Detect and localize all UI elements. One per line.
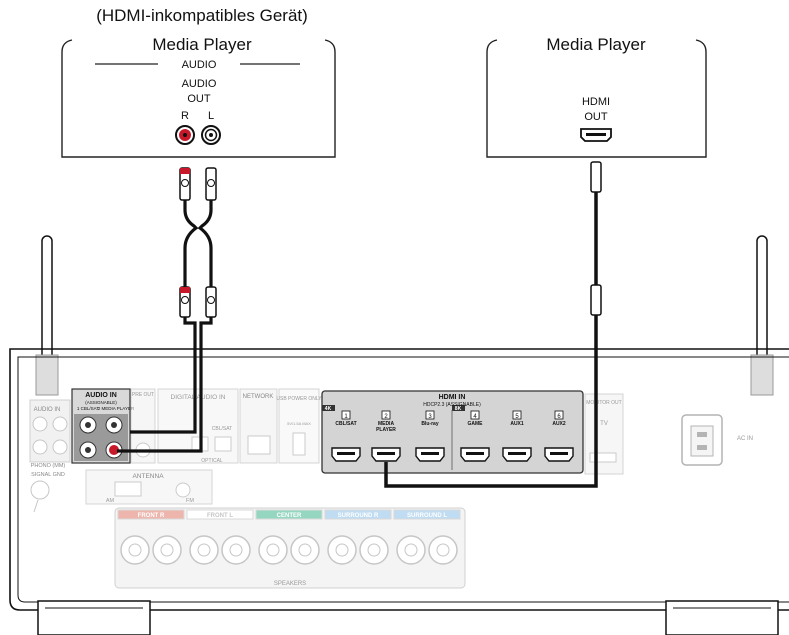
- antenna-right: [750, 235, 774, 396]
- monitor-out-label: MONITOR OUT: [586, 400, 621, 406]
- left-l-label: L: [208, 110, 214, 122]
- right-hdmi-out-label-1: HDMI: [582, 96, 610, 108]
- hdmi-input-label: AUX1: [510, 421, 524, 427]
- audio-in-phono-panel: [29, 399, 71, 513]
- network-label: NETWORK: [243, 394, 274, 400]
- hdmi-input-number: 4: [473, 414, 477, 420]
- hdmi-input-number: 6: [557, 414, 561, 420]
- speaker-group-label: CENTER: [277, 513, 302, 519]
- rca-jack-l: [201, 125, 221, 145]
- hdmi-4k-badge: 4K: [325, 406, 332, 412]
- hdmi-input-number: 3: [428, 414, 432, 420]
- audio-in-title: AUDIO IN: [85, 392, 117, 399]
- left-device-note: (HDMI-inkompatibles Gerät): [96, 6, 308, 25]
- receiver-chassis: [9, 348, 789, 611]
- usb-label: USB POWER ONLY: [276, 396, 322, 402]
- rca-plug-top-r: [179, 167, 191, 201]
- audio-in-ch2: 2 MEDIA PLAYER: [98, 406, 135, 411]
- tv-label: TV: [600, 421, 608, 427]
- phono-label: PHONO (MM): [31, 463, 66, 469]
- hdmi-out-port: [580, 128, 612, 142]
- speaker-group-2: FRONT L: [186, 509, 254, 565]
- antenna-terminals: [85, 469, 213, 505]
- network-panel: [239, 388, 278, 464]
- speaker-group-4: SURROUND R: [324, 509, 392, 565]
- optical-label: OPTICAL: [201, 458, 223, 464]
- speaker-group-1: FRONT R: [117, 509, 185, 565]
- hdmi-cable: [384, 161, 602, 488]
- hdmi-input-number: 2: [384, 414, 388, 420]
- hdmi-input-number: 1: [344, 414, 348, 420]
- coaxial-label: CBL/SAT: [212, 426, 232, 432]
- usb-panel: [278, 388, 320, 464]
- rca-audio-cable: [117, 167, 217, 453]
- audio-in-ch1: 1 CBL/SAT: [77, 406, 99, 411]
- signal-gnd-label: SIGNAL GND: [31, 472, 65, 478]
- hdmi-in-title: HDMI IN: [439, 394, 466, 401]
- fm-label: FM: [186, 498, 194, 504]
- left-audio-section-label: AUDIO: [182, 59, 217, 71]
- digital-audio-label: DIGITAL AUDIO IN: [171, 394, 226, 401]
- left-device-title: Media Player: [152, 35, 252, 54]
- audio-in-left-label: AUDIO IN: [34, 407, 61, 413]
- hdmi-input-number: 5: [515, 414, 519, 420]
- hdmi-input-label: CBL/SAT: [335, 421, 356, 427]
- speaker-group-label: FRONT R: [138, 513, 165, 519]
- hdmi-8k-badge: 8K: [455, 406, 462, 412]
- speaker-group-5: SURROUND L: [393, 509, 461, 565]
- left-audio-out-label-2: OUT: [187, 93, 211, 105]
- speaker-group-label: FRONT L: [207, 513, 233, 519]
- receiver-foot-left: [37, 600, 151, 635]
- antenna-left: [35, 235, 59, 396]
- rca-plug-bottom-r: [179, 286, 191, 318]
- speaker-group-label: SURROUND R: [338, 513, 379, 519]
- speaker-terminals: FRONT R FRONT L CENTER SURROUND R SURROUND L: [114, 507, 466, 589]
- right-hdmi-out-label-2: OUT: [584, 111, 608, 123]
- rca-plug-top-l: [205, 167, 217, 201]
- am-label: AM: [106, 498, 115, 504]
- pre-out-label: PRE OUT: [132, 392, 154, 398]
- right-device-box: [486, 39, 707, 158]
- speakers-label: SPEAKERS: [274, 581, 306, 587]
- hdmi-in-sub: HDCP2.3 (ASSIGNABLE): [423, 402, 481, 408]
- hdmi-input-label: Blu-ray: [421, 421, 438, 427]
- rca-plug-bottom-l: [205, 286, 217, 318]
- hdmi-input-label: AUX2: [552, 421, 566, 427]
- left-r-label: R: [181, 110, 189, 122]
- ac-in-socket: [681, 414, 723, 466]
- receiver-foot-right: [665, 600, 779, 635]
- speaker-group-3: CENTER: [255, 509, 323, 565]
- hdmi-input-label: GAME: [468, 421, 484, 427]
- left-audio-out-label-1: AUDIO: [182, 78, 217, 90]
- ac-in-label: AC IN: [737, 436, 753, 442]
- monitor-out-panel: [584, 393, 624, 475]
- speaker-group-label: SURROUND L: [407, 513, 447, 519]
- audio-in-assignable-panel: [71, 388, 131, 464]
- rca-jack-r: [175, 125, 195, 145]
- usb-sub: 5V/1.5A MAX: [287, 421, 311, 426]
- right-device-title: Media Player: [546, 35, 646, 54]
- audio-in-sub: (ASSIGNABLE): [85, 400, 117, 405]
- left-device-box: [61, 39, 336, 158]
- antenna-label: ANTENNA: [132, 473, 164, 480]
